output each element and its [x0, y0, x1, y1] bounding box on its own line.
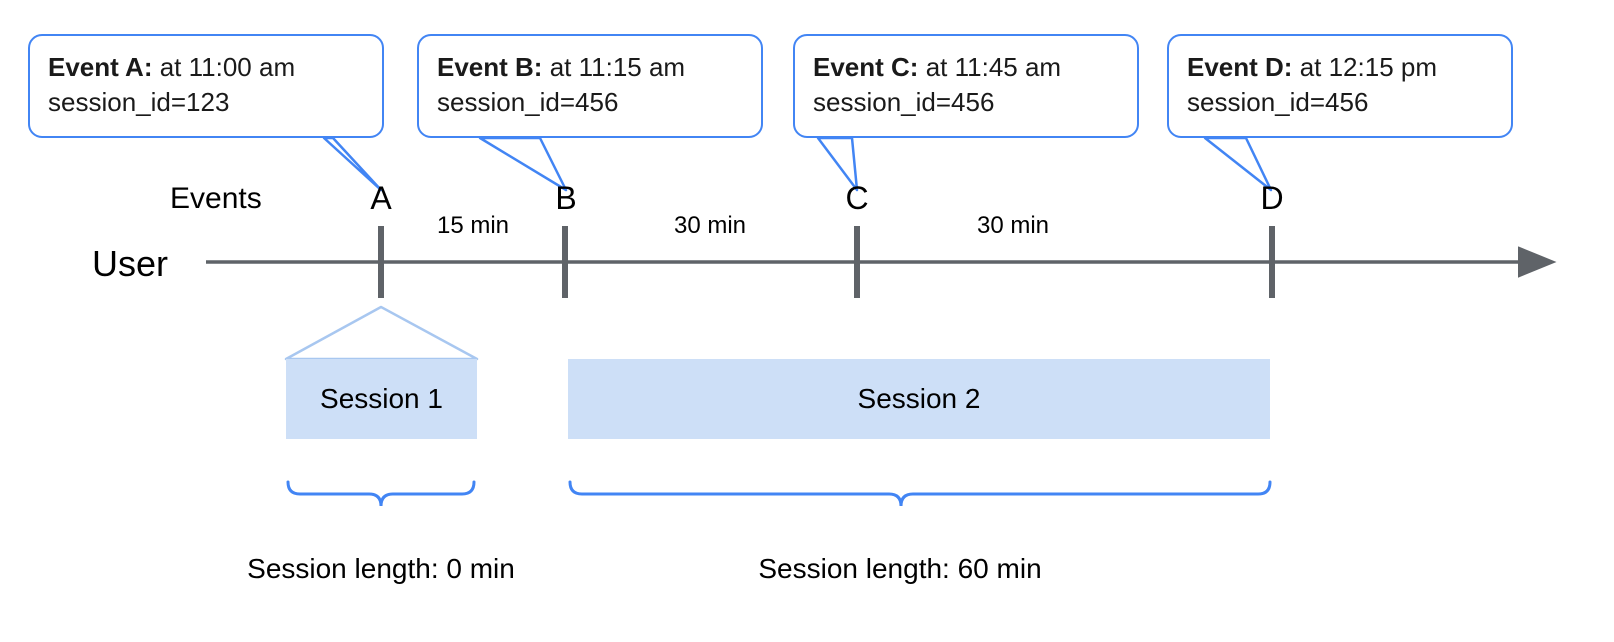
callout-c-detail: session_id=456 — [813, 86, 995, 117]
session-2-length-label: Session length: 60 min — [758, 553, 1042, 584]
callout-b-title: Event B: — [437, 52, 543, 82]
callout-c-title: Event C: — [813, 52, 919, 82]
callout-event-b: Event B: at 11:15 am session_id=456 — [417, 34, 763, 138]
callout-d-detail: session_id=456 — [1187, 86, 1369, 117]
event-letter-b: B — [555, 180, 577, 216]
callout-event-a: Event A: at 11:00 am session_id=123 — [28, 34, 384, 138]
event-letter-d: D — [1260, 180, 1284, 216]
row-label-user: User — [92, 243, 169, 284]
callout-b-tail — [478, 136, 568, 192]
session-bar-1-label: Session 1 — [320, 383, 443, 414]
session-1-brace — [286, 480, 476, 507]
callout-a-detail: session_id=123 — [48, 86, 230, 117]
gap-label-c-d: 30 min — [976, 212, 1050, 239]
callout-b-line1: Event B: at 11:15 am — [437, 50, 745, 85]
callout-d-time: at 12:15 pm — [1292, 52, 1438, 82]
session-2-brace — [568, 480, 1272, 507]
callout-a-line1: Event A: at 11:00 am — [48, 50, 366, 85]
callout-b-time: at 11:15 am — [542, 52, 686, 82]
session-bar-2-label: Session 2 — [857, 383, 981, 414]
callout-c-line1: Event C: at 11:45 am — [813, 50, 1121, 85]
event-letter-c: C — [845, 180, 869, 216]
session-1-cone — [284, 305, 479, 361]
callout-b-detail: session_id=456 — [437, 86, 619, 117]
session-bar-2: Session 2 — [568, 359, 1270, 439]
gap-label-b-c: 30 min — [673, 212, 747, 239]
row-label-events: Events — [170, 182, 262, 215]
callout-event-d: Event D: at 12:15 pm session_id=456 — [1167, 34, 1513, 138]
event-letter-a: A — [370, 180, 392, 216]
callout-event-c: Event C: at 11:45 am session_id=456 — [793, 34, 1139, 138]
callout-d-title: Event D: — [1187, 52, 1293, 82]
session-bar-1: Session 1 — [286, 359, 477, 439]
callout-a-time: at 11:00 am — [152, 52, 296, 82]
callout-c-time: at 11:45 am — [918, 52, 1062, 82]
callout-a-title: Event A: — [48, 52, 153, 82]
gap-label-a-b: 15 min — [436, 212, 510, 239]
session-1-length-label: Session length: 0 min — [247, 553, 515, 584]
callout-d-line1: Event D: at 12:15 pm — [1187, 50, 1495, 85]
